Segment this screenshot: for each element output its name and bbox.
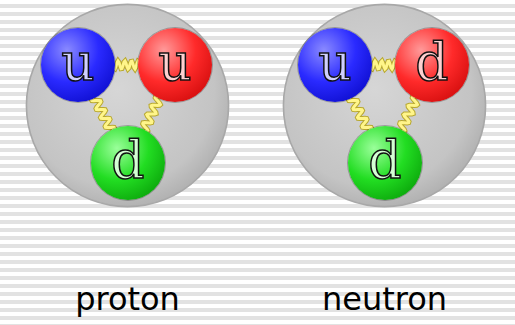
quark-ball: d xyxy=(395,28,469,102)
gluon-line xyxy=(370,61,397,69)
gluon-line xyxy=(400,96,418,131)
gluon-line xyxy=(91,96,114,132)
quark-ball: d xyxy=(91,126,165,200)
quark-letter: d xyxy=(111,134,144,186)
quark-letter: d xyxy=(368,134,401,186)
quark-letter: d xyxy=(415,36,448,88)
gluon-line xyxy=(113,61,140,69)
quark-ball: u xyxy=(138,28,212,102)
hadron-circle: neutronudd xyxy=(282,3,487,208)
particle-name: neutron xyxy=(242,280,515,318)
quark-letter: u xyxy=(158,36,192,88)
quark-letter: u xyxy=(318,36,352,88)
gluon-line xyxy=(143,96,161,131)
particle-name: proton xyxy=(0,280,270,318)
quark-letter: u xyxy=(61,36,95,88)
quark-ball: u xyxy=(41,28,115,102)
quark-ball: u xyxy=(298,28,372,102)
gluon-line xyxy=(348,96,371,132)
quark-ball: d xyxy=(348,126,422,200)
hadron-circle: protonuud xyxy=(25,3,230,208)
